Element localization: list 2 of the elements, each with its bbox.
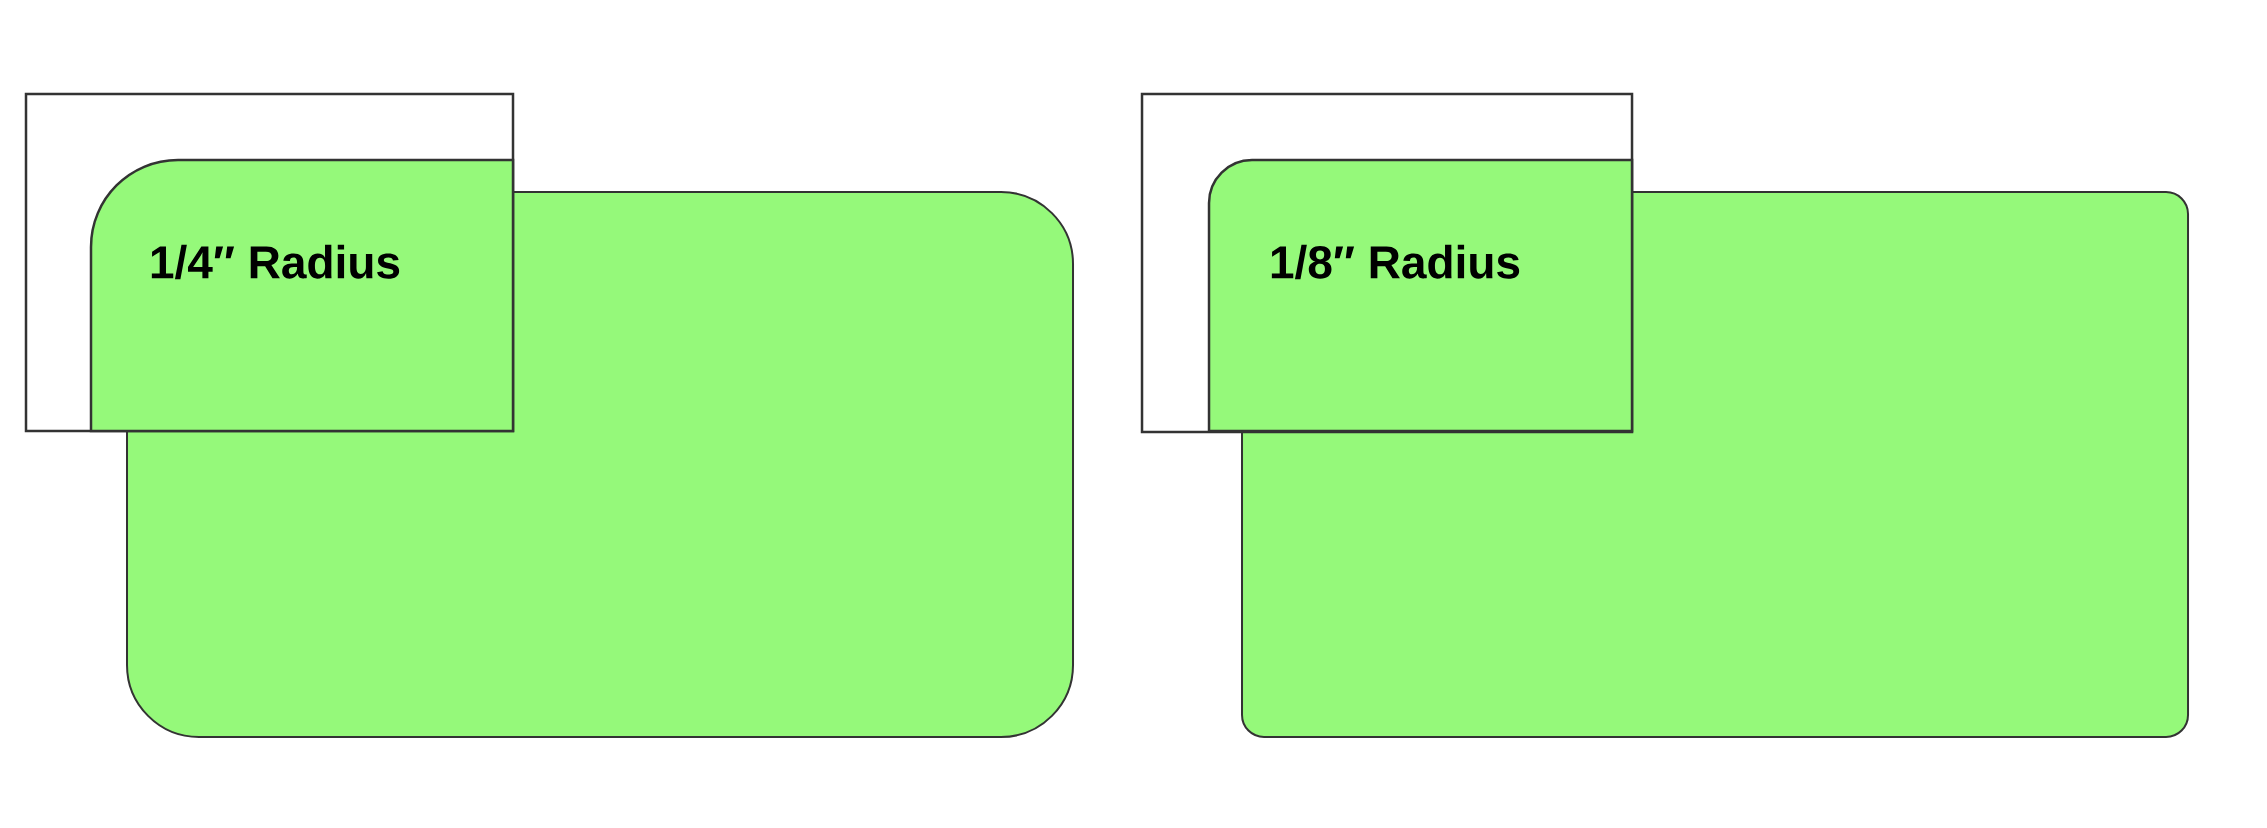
magnified-corner: 1/4″ Radius <box>89 158 515 433</box>
magnified-corner: 1/8″ Radius <box>1207 158 1634 433</box>
